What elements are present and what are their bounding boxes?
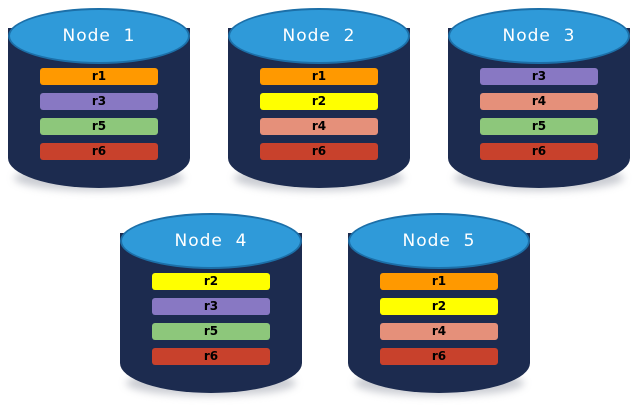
replica-bar-r6[interactable]: r6 <box>260 143 378 160</box>
replica-bar-r1[interactable]: r1 <box>380 273 498 290</box>
replica-bar-r6[interactable]: r6 <box>380 348 498 365</box>
replica-bar-r3[interactable]: r3 <box>152 298 270 315</box>
node-title: Node 3 <box>502 26 576 46</box>
database-node-3[interactable]: Node 3 r3 r4 r5 r6 <box>448 8 630 191</box>
node-title: Node 2 <box>282 26 356 46</box>
node-title: Node 4 <box>174 231 248 251</box>
cylinder-top-ellipse <box>8 8 190 64</box>
replica-bar-r2[interactable]: r2 <box>380 298 498 315</box>
replica-bar-r5[interactable]: r5 <box>40 118 158 135</box>
replica-list: r2 r3 r5 r6 <box>152 273 270 365</box>
database-node-2[interactable]: Node 2 r1 r2 r4 r6 <box>228 8 410 191</box>
cylinder-top-ellipse <box>228 8 410 64</box>
replica-bar-r2[interactable]: r2 <box>152 273 270 290</box>
replica-bar-r1[interactable]: r1 <box>260 68 378 85</box>
replica-list: r3 r4 r5 r6 <box>480 68 598 160</box>
database-node-5[interactable]: Node 5 r1 r2 r4 r6 <box>348 213 530 396</box>
replica-bar-r3[interactable]: r3 <box>480 68 598 85</box>
replica-bar-r5[interactable]: r5 <box>152 323 270 340</box>
replica-bar-r6[interactable]: r6 <box>152 348 270 365</box>
cylinder-top-ellipse <box>448 8 630 64</box>
replica-bar-r4[interactable]: r4 <box>380 323 498 340</box>
replica-list: r1 r2 r4 r6 <box>260 68 378 160</box>
replica-bar-r4[interactable]: r4 <box>480 93 598 110</box>
cylinder-top-ellipse <box>348 213 530 269</box>
replica-list: r1 r2 r4 r6 <box>380 273 498 365</box>
database-node-4[interactable]: Node 4 r2 r3 r5 r6 <box>120 213 302 396</box>
replica-bar-r2[interactable]: r2 <box>260 93 378 110</box>
replica-bar-r5[interactable]: r5 <box>480 118 598 135</box>
cylinder-top-ellipse <box>120 213 302 269</box>
node-title: Node 1 <box>62 26 136 46</box>
replica-list: r1 r3 r5 r6 <box>40 68 158 160</box>
replica-bar-r6[interactable]: r6 <box>480 143 598 160</box>
node-title: Node 5 <box>402 231 476 251</box>
replica-bar-r1[interactable]: r1 <box>40 68 158 85</box>
replica-bar-r6[interactable]: r6 <box>40 143 158 160</box>
database-node-1[interactable]: Node 1 r1 r3 r5 r6 <box>8 8 190 191</box>
replica-bar-r3[interactable]: r3 <box>40 93 158 110</box>
replica-bar-r4[interactable]: r4 <box>260 118 378 135</box>
